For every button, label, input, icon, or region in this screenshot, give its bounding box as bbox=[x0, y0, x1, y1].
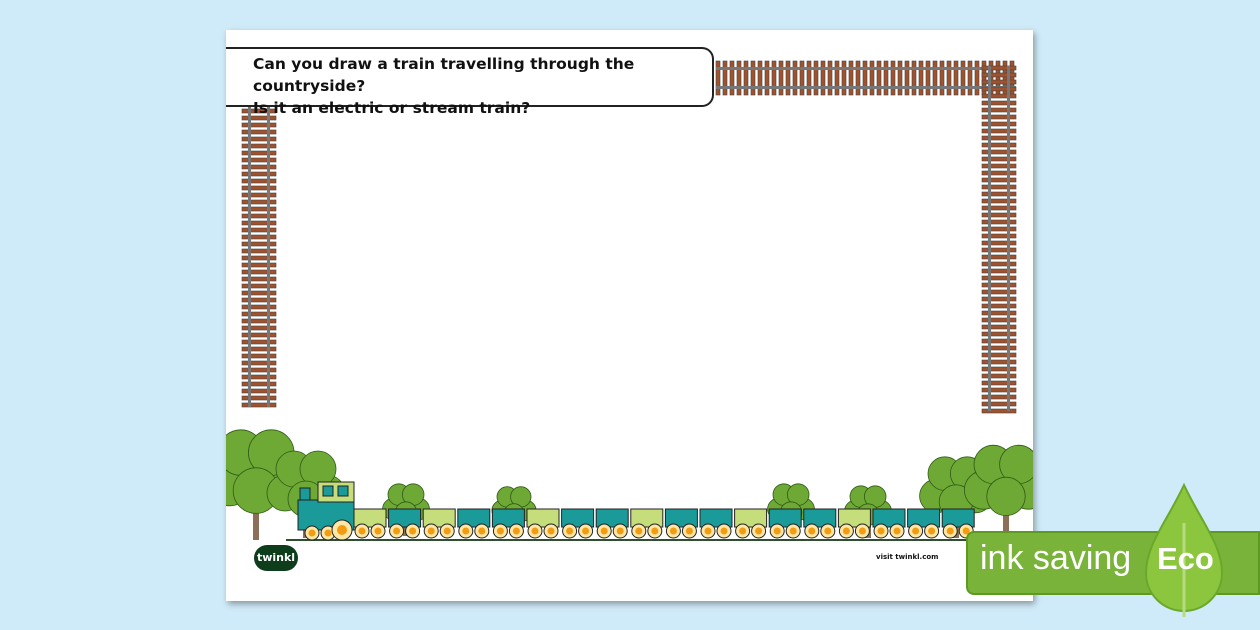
badge-label: ink saving bbox=[980, 539, 1132, 577]
train-car bbox=[734, 508, 768, 539]
prompt-line-2: Is it an electric or stream train? bbox=[253, 99, 531, 117]
twinkl-logo: twinkl bbox=[254, 545, 298, 571]
leaf-icon bbox=[1144, 483, 1224, 617]
train-car bbox=[491, 508, 525, 539]
train-car bbox=[526, 508, 560, 539]
train-car bbox=[457, 508, 491, 539]
train-car bbox=[561, 508, 595, 539]
train-car bbox=[768, 508, 802, 539]
locomotive bbox=[297, 481, 355, 541]
train-car bbox=[595, 508, 629, 539]
train-car bbox=[907, 508, 941, 539]
train-car bbox=[699, 508, 733, 539]
train-car bbox=[422, 508, 456, 539]
footer-link[interactable]: visit twinkl.com bbox=[876, 553, 939, 561]
train-car bbox=[388, 508, 422, 539]
tree bbox=[963, 444, 1033, 538]
train-car bbox=[941, 508, 975, 539]
train bbox=[297, 481, 975, 541]
right-track bbox=[981, 65, 1017, 414]
prompt-box: Can you draw a train travelling through … bbox=[226, 47, 714, 117]
train-car bbox=[664, 508, 698, 539]
train-car bbox=[837, 508, 871, 539]
eco-label: Eco bbox=[1157, 541, 1214, 576]
worksheet: Can you draw a train travelling through … bbox=[226, 30, 1033, 601]
border-illustration bbox=[226, 60, 1033, 541]
top-track bbox=[715, 60, 1016, 96]
prompt-line-1: Can you draw a train travelling through … bbox=[253, 55, 635, 95]
left-track bbox=[241, 101, 277, 408]
train-car bbox=[803, 508, 837, 539]
logo-text: twinkl bbox=[256, 551, 296, 564]
train-car bbox=[353, 508, 387, 539]
train-car bbox=[630, 508, 664, 539]
train-car bbox=[872, 508, 906, 539]
